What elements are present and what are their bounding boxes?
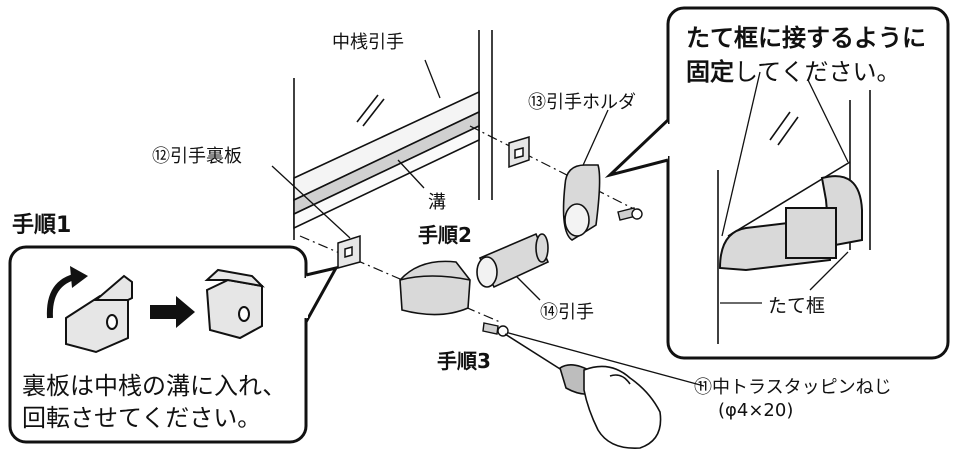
step1-text-line1: 裏板は中桟の溝に入れ、 — [22, 372, 286, 400]
screwdriver-hand — [504, 333, 662, 449]
label-hikite-holder: ⑬引手ホルダ — [528, 92, 636, 113]
callout-line1: たて框に接するように — [686, 24, 926, 52]
screw-right — [617, 207, 643, 221]
step1-box — [8, 245, 339, 444]
callout-box — [604, 6, 950, 360]
callout-line2-rest: してください。 — [734, 58, 901, 86]
label-screw: ⑪中トラスタッピンねじ — [694, 377, 892, 398]
step2-title: 手順2 — [418, 223, 472, 247]
step3-title: 手順3 — [437, 349, 491, 373]
label-nakazan-hikite: 中桟引手 — [332, 32, 404, 53]
label-hikite-urakita: ⑫引手裏板 — [152, 146, 242, 167]
label-screw-size: (φ4×20) — [718, 400, 793, 421]
handle-holder-left-part — [399, 260, 471, 316]
holder-bracket-right — [508, 135, 530, 169]
screw-left — [482, 322, 509, 337]
step1-text-line2: 回転させてください。 — [22, 404, 261, 432]
callout-line2: 固定してください。 — [686, 58, 901, 86]
callout-line2-bold: 固定 — [686, 58, 734, 86]
zoomed-handle — [718, 175, 863, 272]
step1-title: 手順1 — [12, 213, 71, 238]
back-plate-left — [337, 234, 361, 269]
leader-lines — [271, 59, 705, 387]
right-arrow-icon — [150, 296, 195, 328]
handle-bar-part — [476, 232, 550, 289]
label-mizo: 溝 — [428, 192, 446, 213]
rotate-arrowhead-icon — [70, 266, 88, 288]
label-hikite: ⑭引手 — [540, 302, 594, 323]
handle-holder-part — [562, 164, 601, 241]
label-tate-kamachi: たて框 — [768, 295, 825, 317]
